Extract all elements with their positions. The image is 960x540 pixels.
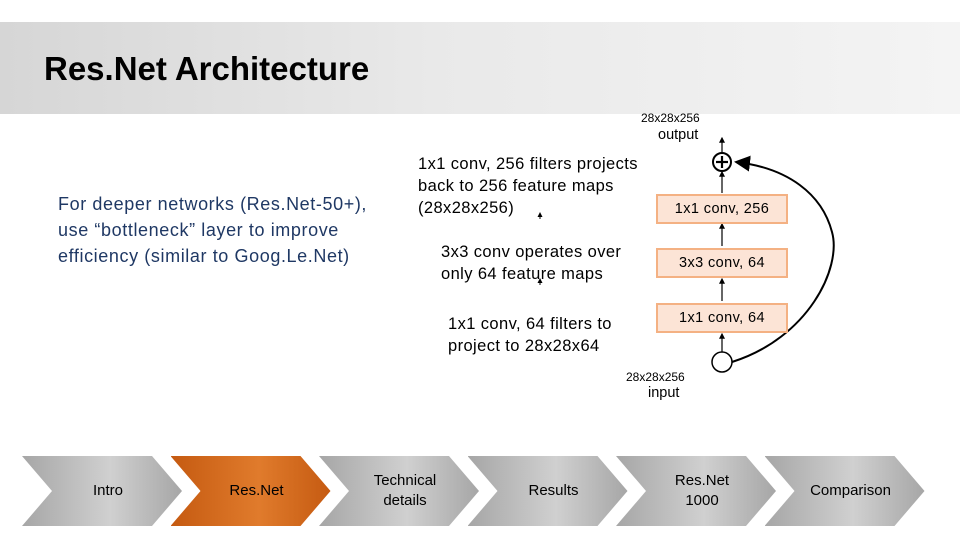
layer-3x3-64: 3x3 conv, 64 [656, 248, 788, 278]
note-1x1-256: 1x1 conv, 256 filters projects back to 2… [418, 155, 638, 217]
input-node [711, 351, 733, 373]
input-dims: 28x28x256 [626, 370, 685, 384]
nav-item-label: Intro [92, 482, 123, 499]
layer-1x1-64: 1x1 conv, 64 [656, 303, 788, 333]
nav-item-label: Results [528, 482, 579, 499]
title-band [0, 22, 960, 114]
page-title: Res.Net Architecture [44, 50, 370, 87]
note-3x3: 3x3 conv operates over only 64 feature m… [441, 243, 622, 283]
nav-item-label: Res.Net [229, 482, 284, 499]
bullet-text: For deeper networks (Res.Net-50+), use “… [58, 194, 368, 266]
output-label: output [658, 127, 699, 143]
note-1x1-64: 1x1 conv, 64 filters to project to 28x28… [448, 315, 612, 355]
nav-item-label: Comparison [810, 482, 891, 499]
layer-1x1-256: 1x1 conv, 256 [656, 194, 788, 224]
input-label: input [648, 385, 680, 401]
output-dims: 28x28x256 [641, 111, 700, 125]
nav-item-technical-details[interactable]: Technical details [319, 456, 479, 526]
nav-item-label: Technical details [373, 472, 437, 509]
nav-item-label: Res.Net 1000 [674, 472, 730, 509]
